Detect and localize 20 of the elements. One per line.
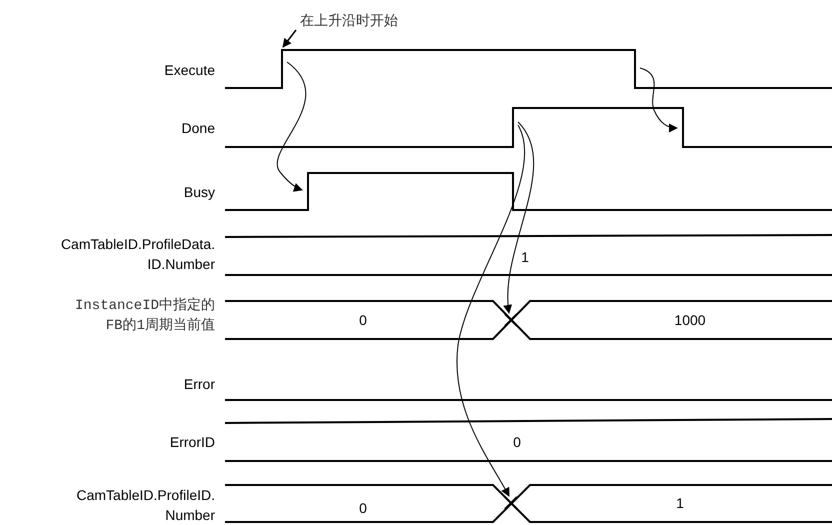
signal-name: CamTableID.ProfileID. Number — [76, 486, 215, 525]
causal-arrow — [504, 122, 534, 314]
causal-arrow — [640, 68, 678, 132]
signal-name: Busy — [182, 183, 215, 202]
signal-value: 1 — [676, 495, 684, 511]
annotation-text: 在上升沿时开始 — [300, 12, 398, 30]
signal-name: CamTableID.ProfileData. ID.Number — [60, 235, 215, 274]
signal-name: Execute — [163, 61, 215, 80]
causal-arrow — [456, 124, 526, 497]
signal-value: 0 — [359, 500, 367, 516]
leader-arrow — [282, 30, 297, 48]
signal-name: Done — [180, 119, 215, 138]
signal-name: ErrorID — [168, 433, 215, 452]
signal-value: 1 — [521, 249, 529, 265]
signal-value: 0 — [513, 434, 521, 450]
signal-name: InstanceID中指定的FB的1周期当前值 — [74, 296, 215, 336]
signal-name: Error — [182, 375, 215, 394]
signal-value: 0 — [359, 312, 367, 328]
signal-value: 1000 — [674, 312, 706, 328]
causal-arrow — [276, 62, 306, 192]
